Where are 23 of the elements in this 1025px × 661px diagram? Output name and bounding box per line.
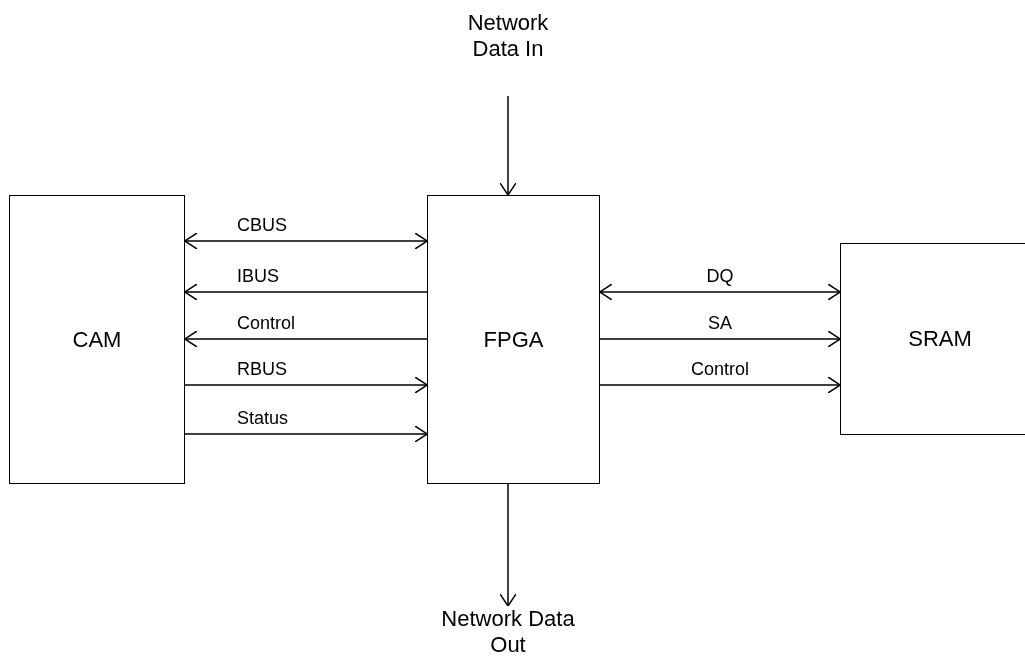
arrow [599, 330, 841, 348]
arrow [599, 283, 841, 301]
arrow [184, 283, 428, 301]
arrow [184, 330, 428, 348]
signal-label: Status [237, 408, 289, 428]
signal-label: DQ [706, 266, 734, 286]
signal-label: Control [237, 313, 296, 333]
arrow [499, 95, 517, 196]
arrow [184, 425, 428, 443]
arrow [184, 376, 428, 394]
arrow [184, 232, 428, 250]
io-label: Network Data Out [438, 606, 578, 658]
block-box: SRAM [840, 243, 1025, 435]
block-box: CAM [9, 195, 185, 484]
arrow [599, 376, 841, 394]
arrow [499, 483, 517, 607]
signal-label: SA [708, 313, 732, 333]
block-box: FPGA [427, 195, 600, 484]
io-label: Network Data In [448, 10, 568, 96]
signal-label: RBUS [237, 359, 287, 379]
signal-label: CBUS [237, 215, 287, 235]
signal-label: Control [691, 359, 749, 379]
signal-label: IBUS [237, 266, 279, 286]
